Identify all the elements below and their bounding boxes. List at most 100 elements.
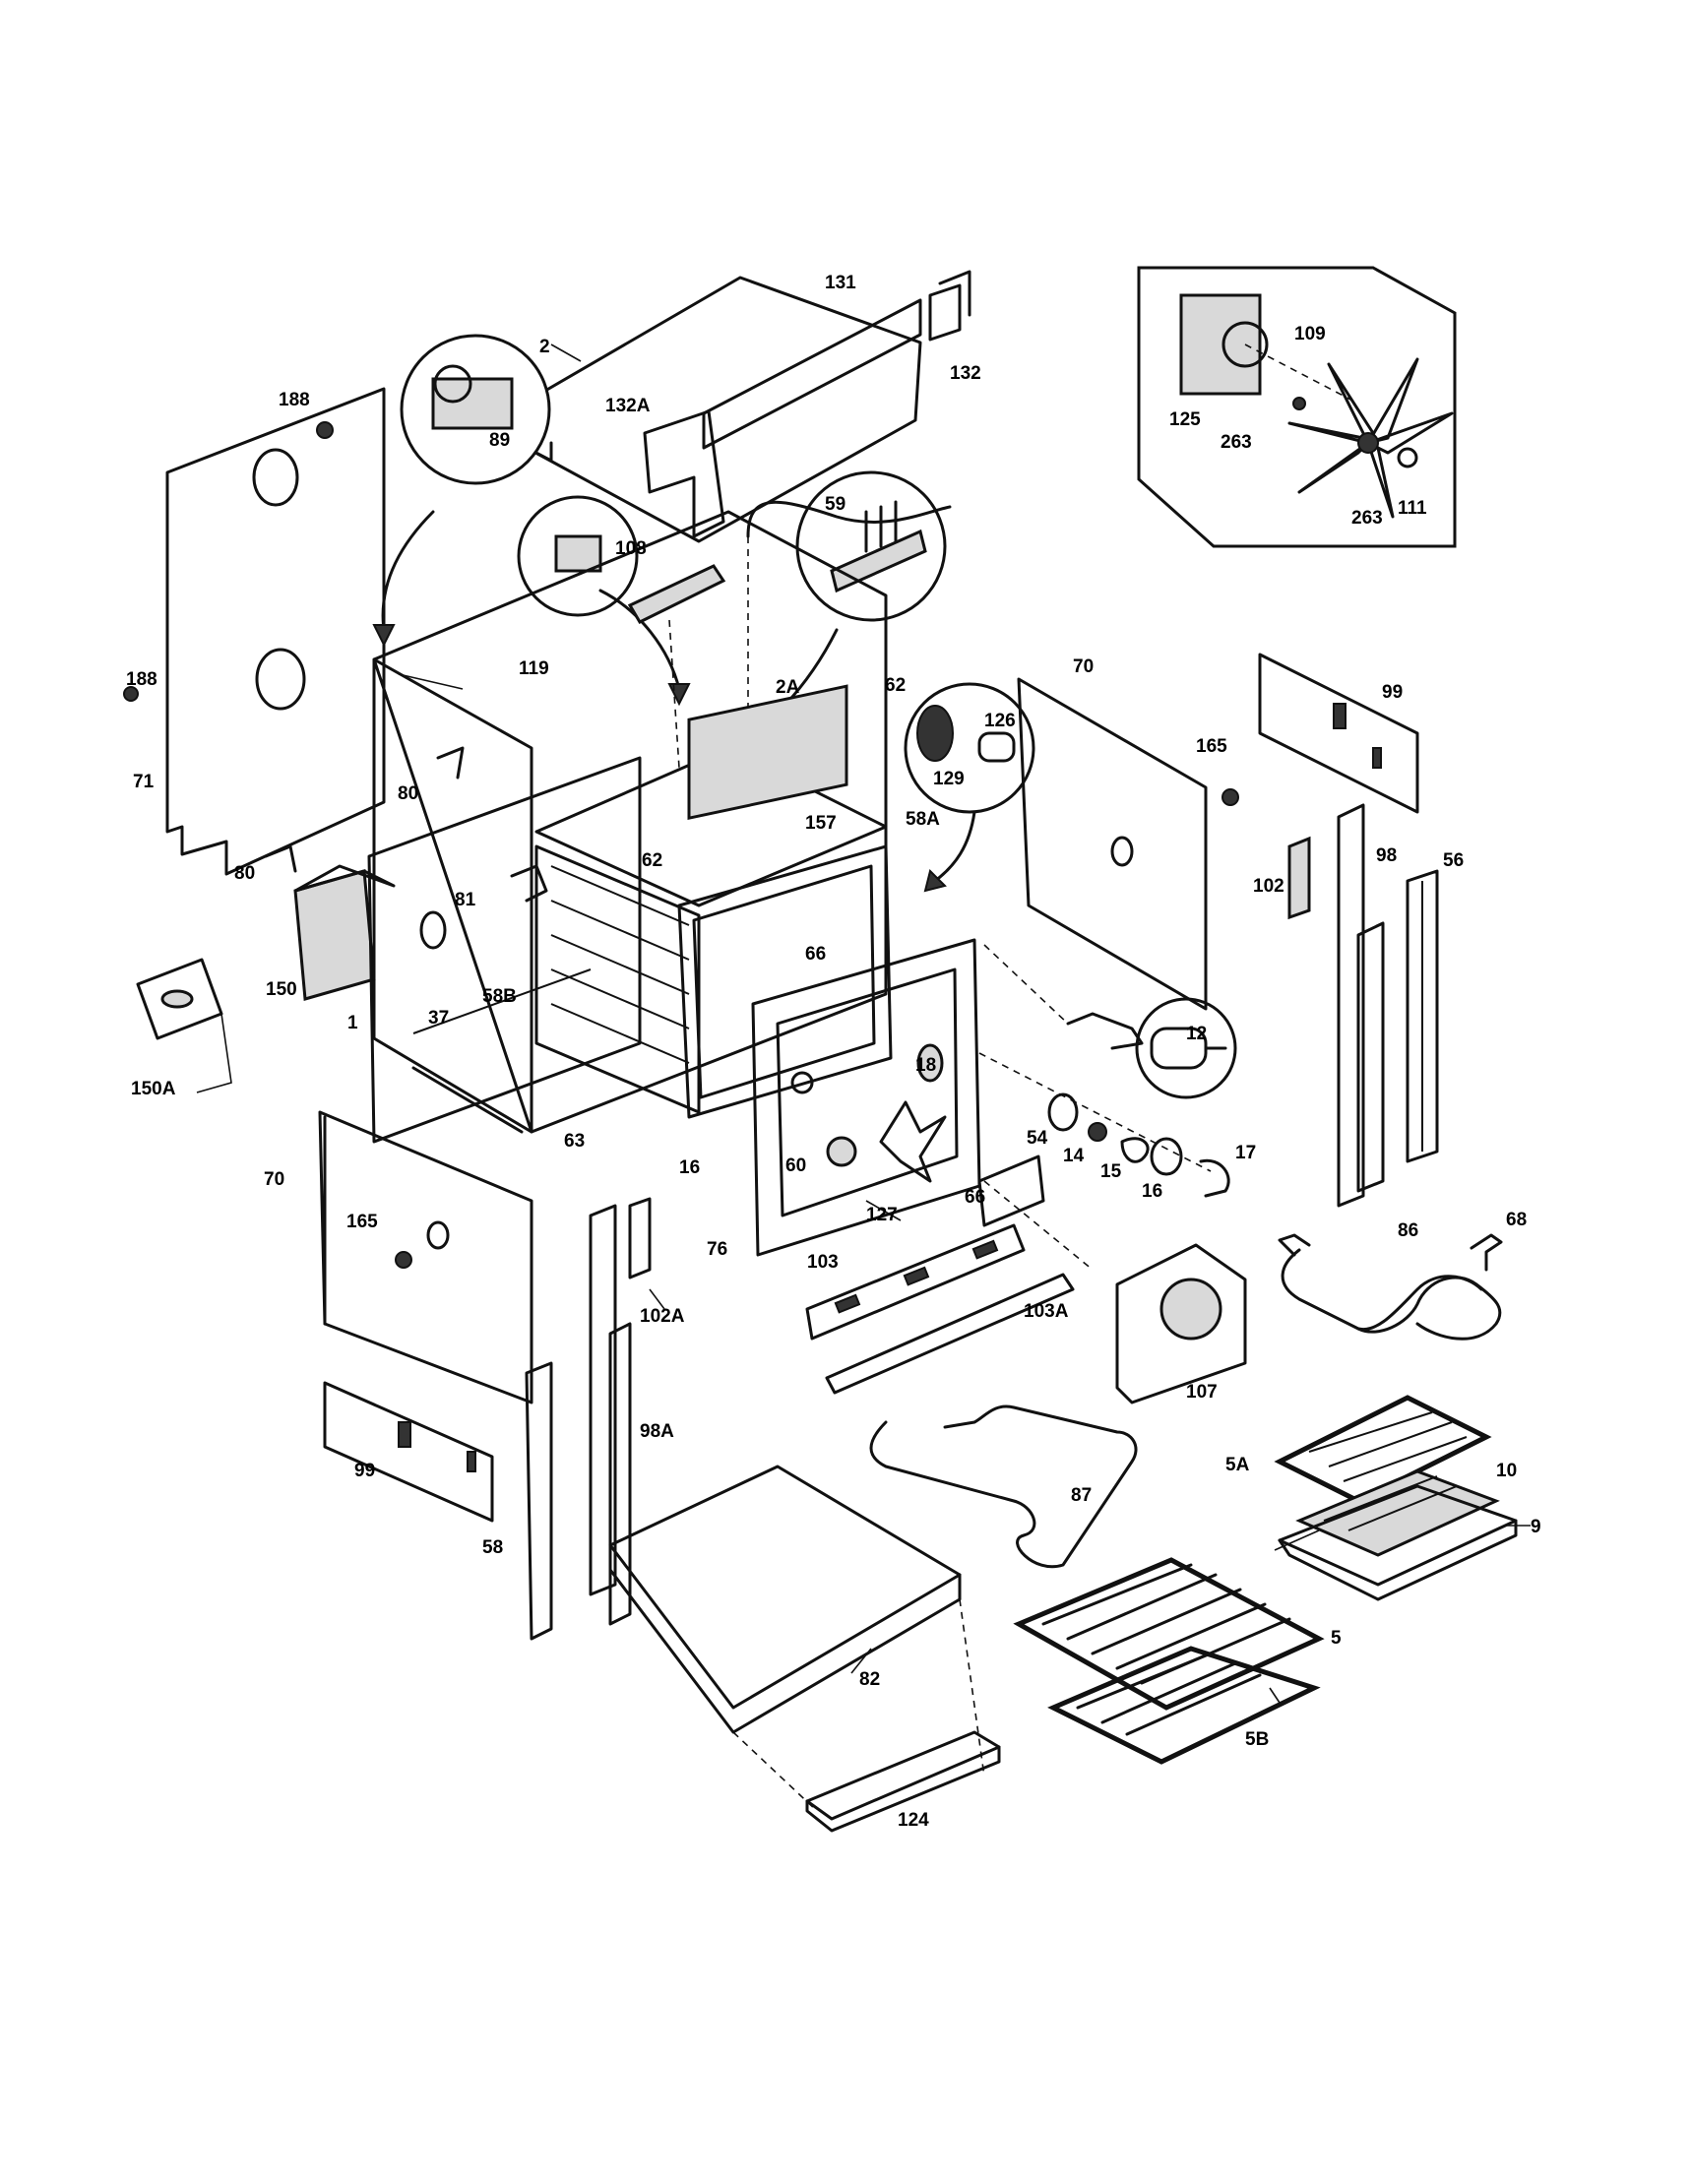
door-rail-58	[525, 1361, 553, 1641]
label-82: 82	[859, 1669, 880, 1690]
label-56: 56	[1443, 850, 1464, 871]
bracket-102A	[628, 1197, 652, 1279]
vent-strip-56	[1406, 869, 1439, 1163]
label-103A: 103A	[1024, 1301, 1069, 1322]
label-59-top: 59	[825, 494, 846, 515]
label-263a: 263	[1221, 432, 1252, 453]
label-2: 2	[539, 337, 550, 357]
label-63: 63	[564, 1131, 585, 1152]
label-125: 125	[1169, 409, 1201, 430]
broil-pan-grid-5A	[1274, 1395, 1492, 1504]
label-81: 81	[455, 890, 476, 910]
convection-fan-blade-109	[1287, 357, 1454, 519]
label-263b: 263	[1351, 508, 1383, 529]
label-2A: 2A	[776, 677, 800, 698]
label-66a: 66	[805, 944, 826, 965]
bracket-102	[1287, 836, 1311, 920]
label-150: 150	[266, 979, 297, 1000]
label-131: 131	[825, 273, 856, 293]
label-188b: 188	[126, 669, 157, 690]
label-98: 98	[1376, 845, 1397, 866]
fan-hardware	[978, 1052, 1230, 1198]
label-103: 103	[807, 1252, 839, 1273]
bake-element-connector-108	[627, 564, 726, 769]
label-80b: 80	[234, 863, 255, 884]
label-119: 119	[519, 658, 549, 679]
inset-light-socket-126	[904, 682, 1035, 893]
label-165a: 165	[1196, 736, 1227, 757]
oven-rack-5B	[1047, 1646, 1321, 1765]
label-5: 5	[1331, 1628, 1342, 1649]
control-bracket-99-top	[1258, 653, 1419, 814]
oven-rack-5	[1013, 1557, 1325, 1711]
label-99b: 99	[354, 1461, 375, 1481]
label-124: 124	[898, 1810, 929, 1831]
label-126: 126	[984, 711, 1016, 731]
label-99a: 99	[1382, 682, 1403, 703]
label-150A: 150A	[131, 1079, 176, 1099]
label-58A: 58A	[906, 809, 940, 830]
label-108: 108	[615, 538, 647, 559]
bracket-150A	[136, 958, 223, 1040]
label-16b: 16	[679, 1157, 700, 1178]
label-60: 60	[785, 1155, 806, 1176]
label-71: 71	[133, 772, 155, 792]
label-14: 14	[1063, 1146, 1085, 1166]
trim-86	[977, 1154, 1094, 1271]
support-rod-37	[411, 1066, 524, 1134]
trim-103A	[825, 1273, 1075, 1395]
rear-panel-part-71	[123, 387, 386, 876]
label-58: 58	[482, 1537, 503, 1558]
broil-pan-9	[1278, 1484, 1518, 1601]
side-panel-part-1	[367, 756, 642, 1144]
label-76: 76	[707, 1239, 727, 1260]
label-132A: 132A	[605, 396, 651, 416]
label-37: 37	[428, 1008, 449, 1029]
trim-103	[805, 1223, 1026, 1341]
label-107: 107	[1186, 1382, 1218, 1403]
label-89: 89	[489, 430, 510, 451]
label-12: 12	[1186, 1024, 1207, 1044]
inset-thermostat-89	[372, 334, 551, 648]
bottom-panel-82	[608, 1465, 985, 1812]
bracket-68	[1470, 1233, 1503, 1272]
label-68: 68	[1506, 1210, 1527, 1230]
bake-element-87	[869, 1404, 1138, 1569]
vent-tube-59	[746, 500, 952, 538]
bracket-80a	[436, 746, 465, 780]
label-188a: 188	[279, 390, 310, 410]
label-16a: 16	[1142, 1181, 1162, 1202]
broil-element-66	[1281, 1248, 1502, 1341]
transformer-150	[293, 864, 396, 1001]
label-18: 18	[915, 1055, 936, 1076]
label-15: 15	[1100, 1161, 1122, 1182]
label-17: 17	[1235, 1143, 1256, 1163]
label-111: 111	[1398, 498, 1427, 519]
inset-terminal-block-62	[701, 470, 947, 770]
side-panel-70-left	[318, 1110, 533, 1404]
label-109: 109	[1294, 324, 1326, 344]
bracket-80b	[264, 844, 297, 873]
label-58B: 58B	[482, 986, 517, 1007]
label-1: 1	[347, 1013, 358, 1033]
label-165b: 165	[346, 1212, 378, 1232]
label-54: 54	[1027, 1128, 1048, 1149]
label-62b: 62	[642, 850, 662, 871]
label-70a: 70	[1073, 656, 1094, 677]
label-102A: 102A	[640, 1306, 685, 1327]
oven-cavity-wrapper	[372, 510, 888, 1134]
control-bracket-99-bottom	[323, 1381, 494, 1523]
label-132: 132	[950, 363, 981, 384]
side-panel-70-right	[1017, 677, 1239, 1011]
label-86: 86	[1398, 1220, 1418, 1241]
door-rail-98A	[589, 1204, 632, 1626]
label-98A: 98A	[640, 1421, 674, 1442]
label-62a: 62	[885, 675, 906, 696]
label-80a: 80	[398, 783, 418, 804]
label-87: 87	[1071, 1485, 1092, 1506]
motor-12	[983, 944, 1237, 1099]
label-129: 129	[933, 769, 965, 789]
label-5A: 5A	[1225, 1455, 1250, 1475]
drip-tray-124	[805, 1730, 1001, 1833]
